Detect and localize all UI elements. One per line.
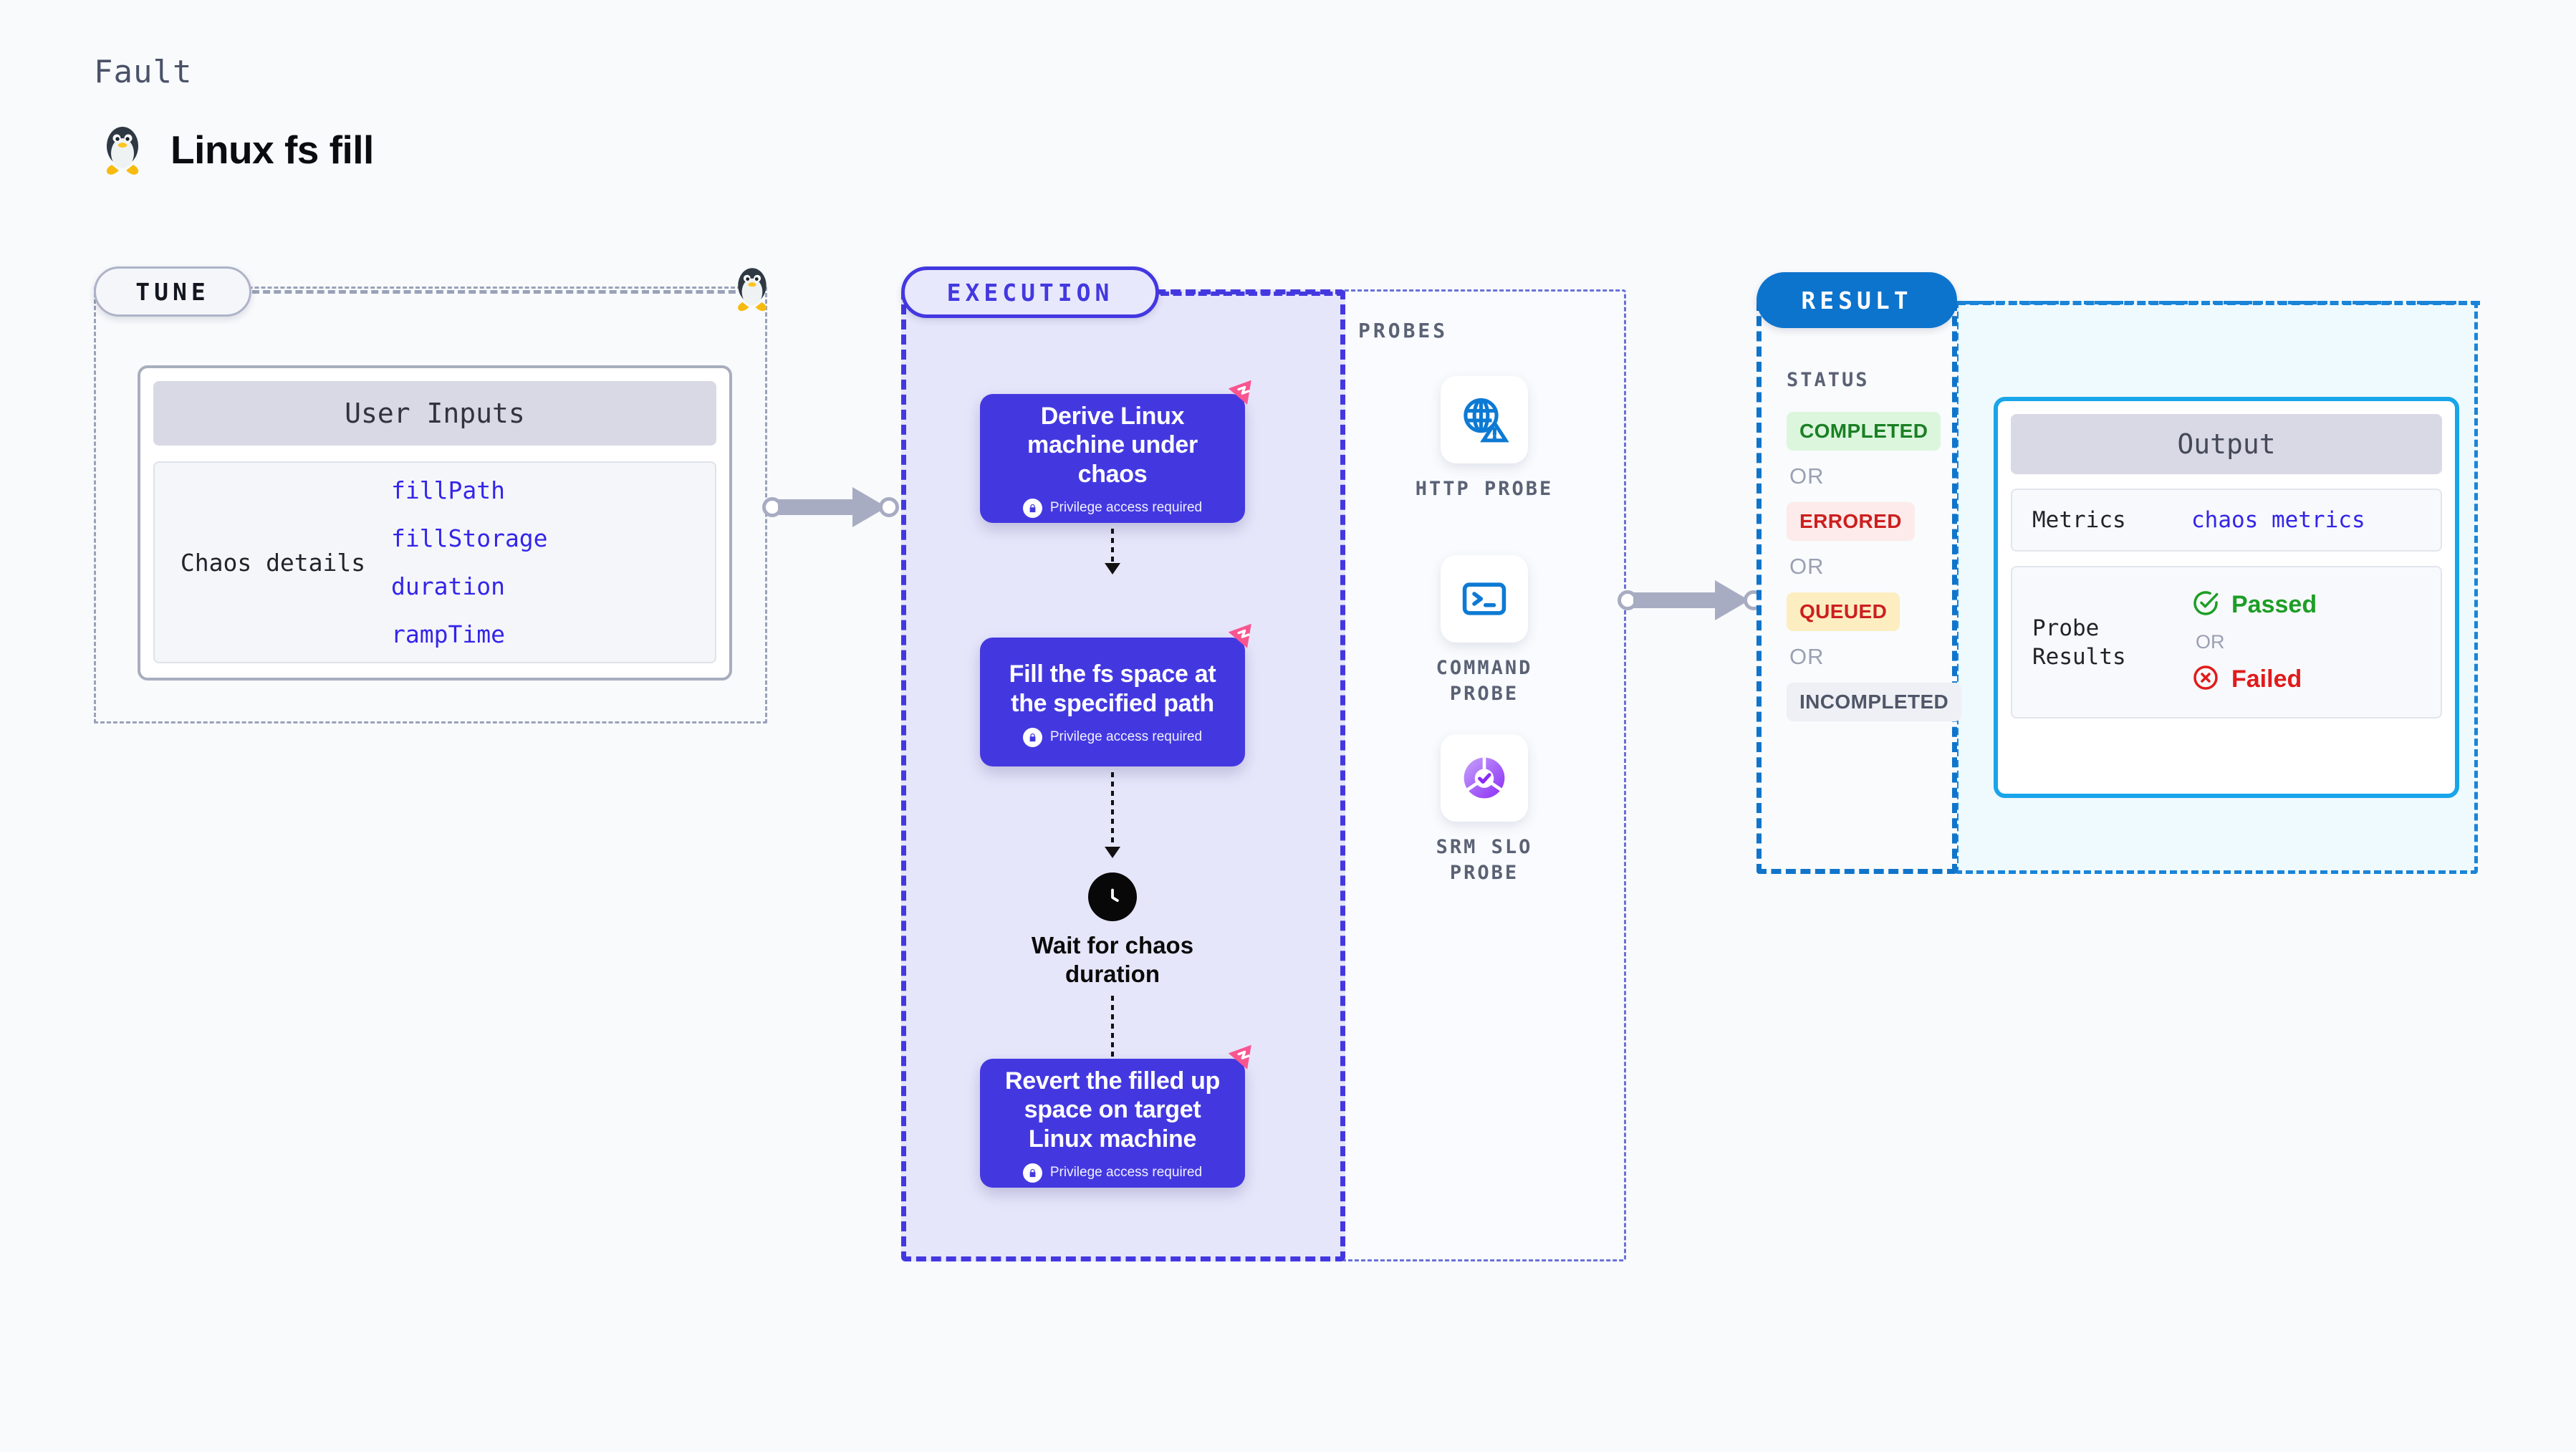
input-ramptime[interactable]: rampTime bbox=[391, 620, 505, 648]
flow-arrow-tip bbox=[1105, 847, 1120, 858]
connector-end-dot bbox=[879, 497, 899, 517]
execution-step-derive-title: Derive Linux machine under chaos bbox=[1027, 403, 1198, 488]
input-duration[interactable]: duration bbox=[391, 572, 505, 600]
flow-arrow-1 bbox=[1105, 529, 1120, 574]
probe-result-passed-label: Passed bbox=[2231, 591, 2317, 619]
connector-line bbox=[1633, 592, 1734, 608]
probe-srm-slo-label: SRM SLO PROBE bbox=[1436, 836, 1533, 885]
connector-line bbox=[778, 499, 871, 515]
output-card: Output Metrics chaos metrics Probe Resul… bbox=[1994, 397, 2459, 798]
status-or-3: OR bbox=[1789, 644, 1825, 669]
result-pill[interactable]: RESULT bbox=[1756, 272, 1957, 328]
probe-http[interactable]: HTTP PROBE bbox=[1413, 376, 1556, 502]
execution-step-revert[interactable]: Revert the filled up space on target Lin… bbox=[980, 1044, 1251, 1188]
chaos-flag-icon bbox=[1224, 619, 1262, 661]
clock-icon bbox=[1088, 872, 1137, 921]
output-probe-results-values: Passed OR Failed bbox=[2191, 589, 2441, 696]
user-inputs-header: User Inputs bbox=[153, 381, 716, 446]
lock-icon bbox=[1022, 727, 1042, 747]
execution-step-fill-note-row: Privilege access required bbox=[1022, 727, 1203, 747]
tune-pill[interactable]: TUNE bbox=[94, 266, 251, 317]
probe-result-passed: Passed bbox=[2191, 589, 2441, 621]
execution-step-derive[interactable]: Derive Linux machine under chaos Privile… bbox=[980, 380, 1251, 523]
flow-arrow-line bbox=[1111, 529, 1114, 566]
x-circle-icon bbox=[2191, 663, 2220, 696]
output-metrics-label: Metrics bbox=[2032, 507, 2126, 533]
connector-probes-to-result bbox=[1618, 580, 1768, 620]
flow-arrow-tip bbox=[1105, 563, 1120, 574]
flow-arrow-line bbox=[1111, 772, 1114, 850]
execution-step-revert-note-row: Privilege access required bbox=[1022, 1163, 1203, 1183]
status-badge-queued: QUEUED bbox=[1787, 592, 1900, 631]
output-header: Output bbox=[2011, 414, 2442, 474]
chaos-flag-icon bbox=[1224, 375, 1262, 418]
flow-arrow-2 bbox=[1105, 772, 1120, 858]
page-title-row: Linux fs fill bbox=[100, 122, 374, 178]
output-probe-results-row: Probe Results Passed OR bbox=[2011, 566, 2442, 719]
status-or-2: OR bbox=[1789, 554, 1825, 579]
probe-command-label: COMMAND PROBE bbox=[1436, 657, 1533, 706]
input-fillpath[interactable]: fillPath bbox=[391, 476, 505, 504]
output-probe-results-label: Probe Results bbox=[2032, 615, 2126, 670]
result-panel bbox=[1756, 301, 1957, 874]
check-circle-icon bbox=[2191, 589, 2220, 621]
connector-tune-to-execution bbox=[762, 487, 905, 527]
probe-result-failed-label: Failed bbox=[2231, 665, 2302, 693]
globe-warning-icon bbox=[1441, 376, 1528, 463]
slo-check-icon bbox=[1441, 734, 1528, 822]
execution-step-fill-title: Fill the fs space at the specified path bbox=[1009, 660, 1216, 717]
probe-result-or: OR bbox=[2196, 631, 2225, 653]
chaos-details-label: Chaos details bbox=[180, 548, 366, 577]
execution-step-revert-note: Privilege access required bbox=[1049, 1165, 1203, 1181]
probe-result-failed: Failed bbox=[2191, 663, 2441, 696]
probe-srm-slo[interactable]: SRM SLO PROBE bbox=[1413, 734, 1556, 887]
linux-penguin-marker-icon bbox=[732, 264, 772, 317]
chaos-flag-icon bbox=[1224, 1040, 1262, 1082]
lock-icon bbox=[1022, 1163, 1042, 1183]
execution-step-fill-note: Privilege access required bbox=[1049, 729, 1203, 745]
chaos-details-values: fillPath fillStorage duration rampTime bbox=[391, 476, 548, 648]
terminal-icon bbox=[1441, 555, 1528, 643]
input-fillstorage[interactable]: fillStorage bbox=[391, 524, 548, 552]
status-or-1: OR bbox=[1789, 463, 1825, 489]
execution-step-revert-title: Revert the filled up space on target Lin… bbox=[1004, 1067, 1221, 1153]
status-title: STATUS bbox=[1787, 369, 1870, 391]
probes-title: PROBES bbox=[1358, 319, 1448, 342]
output-metrics-value[interactable]: chaos metrics bbox=[2191, 507, 2365, 534]
linux-penguin-icon bbox=[100, 122, 145, 178]
execution-pill[interactable]: EXECUTION bbox=[901, 266, 1159, 318]
chaos-details-row: Chaos details fillPath fillStorage durat… bbox=[153, 461, 716, 663]
execution-connector-dash bbox=[1160, 292, 1345, 296]
execution-step-derive-note: Privilege access required bbox=[1049, 500, 1203, 516]
status-list: COMPLETED OR ERRORED OR QUEUED OR INCOMP… bbox=[1787, 412, 1962, 721]
tune-connector-dash bbox=[252, 290, 746, 294]
user-inputs-card: User Inputs Chaos details fillPath fillS… bbox=[138, 365, 732, 681]
lock-icon bbox=[1022, 498, 1042, 518]
output-metrics-row: Metrics chaos metrics bbox=[2011, 489, 2442, 552]
status-badge-errored: ERRORED bbox=[1787, 502, 1915, 541]
execution-step-derive-note-row: Privilege access required bbox=[1022, 498, 1203, 518]
page-kicker: Fault bbox=[94, 54, 193, 90]
status-badge-incompleted: INCOMPLETED bbox=[1787, 683, 1962, 721]
execution-wait-node: Wait for chaos duration bbox=[1016, 872, 1209, 988]
execution-step-fill[interactable]: Fill the fs space at the specified path … bbox=[980, 623, 1251, 766]
probe-http-label: HTTP PROBE bbox=[1415, 478, 1554, 500]
result-connector-dash bbox=[1957, 301, 2480, 305]
status-badge-completed: COMPLETED bbox=[1787, 412, 1941, 451]
execution-wait-label: Wait for chaos duration bbox=[1031, 932, 1194, 987]
probe-command[interactable]: COMMAND PROBE bbox=[1413, 555, 1556, 708]
flow-arrow-line bbox=[1111, 996, 1114, 1073]
page-title: Linux fs fill bbox=[170, 128, 374, 172]
